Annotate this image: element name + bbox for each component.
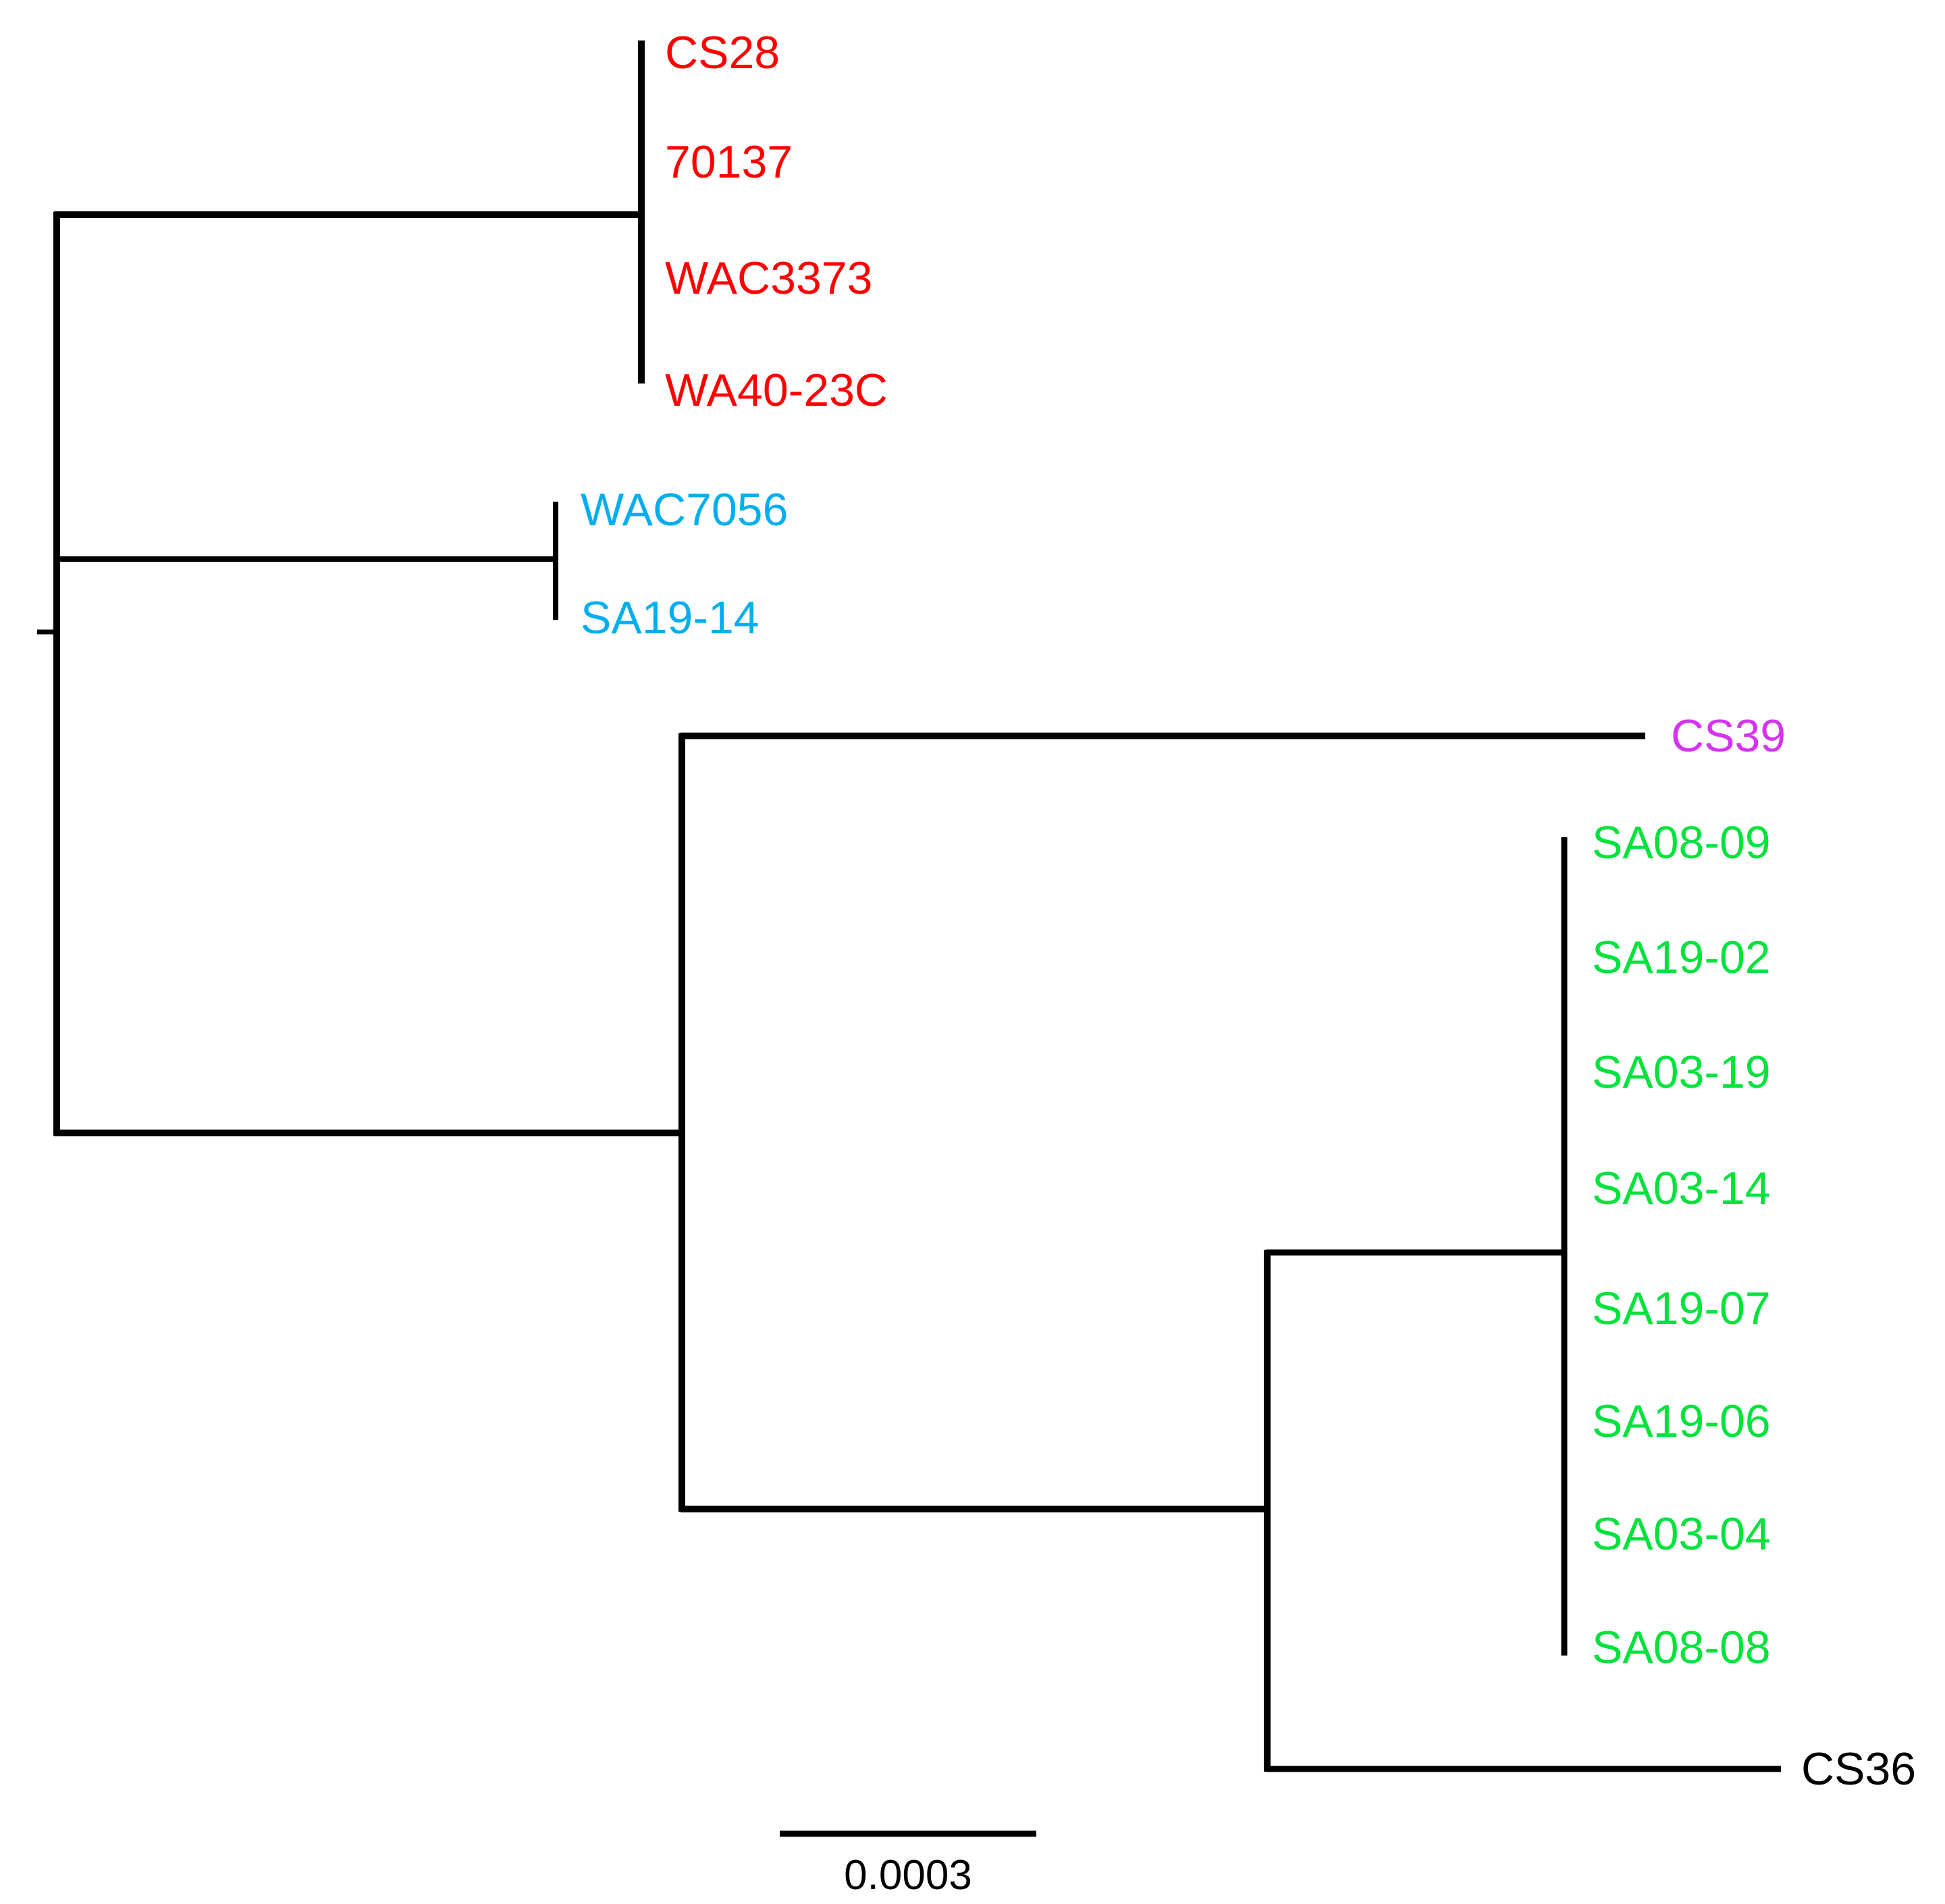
tip-label-sa19-07: SA19-07: [1592, 1283, 1771, 1334]
tip-label-sa08-08: SA08-08: [1592, 1622, 1771, 1673]
tip-label-cs36: CS36: [1801, 1743, 1917, 1795]
tip-label-sa03-19: SA03-19: [1592, 1047, 1771, 1098]
tip-label-sa03-04: SA03-04: [1592, 1508, 1771, 1560]
tip-label-sa08-09: SA08-09: [1592, 817, 1771, 868]
tip-label-wac7056: WAC7056: [581, 484, 789, 535]
tip-label-sa19-06: SA19-06: [1592, 1396, 1771, 1447]
tip-label-sa19-02: SA19-02: [1592, 932, 1771, 983]
tip-label-wac3373: WAC3373: [665, 253, 873, 304]
tip-label-wa40-23c: WA40-23C: [665, 365, 888, 416]
tip-label-sa19-14: SA19-14: [581, 592, 760, 643]
tip-label-sa03-14: SA03-14: [1592, 1163, 1771, 1214]
tip-label-cs39: CS39: [1671, 710, 1786, 762]
tip-label-70137: 70137: [665, 136, 793, 188]
tip-label-cs28: CS28: [665, 27, 780, 78]
scale-bar-label: 0.0003: [844, 1852, 972, 1899]
